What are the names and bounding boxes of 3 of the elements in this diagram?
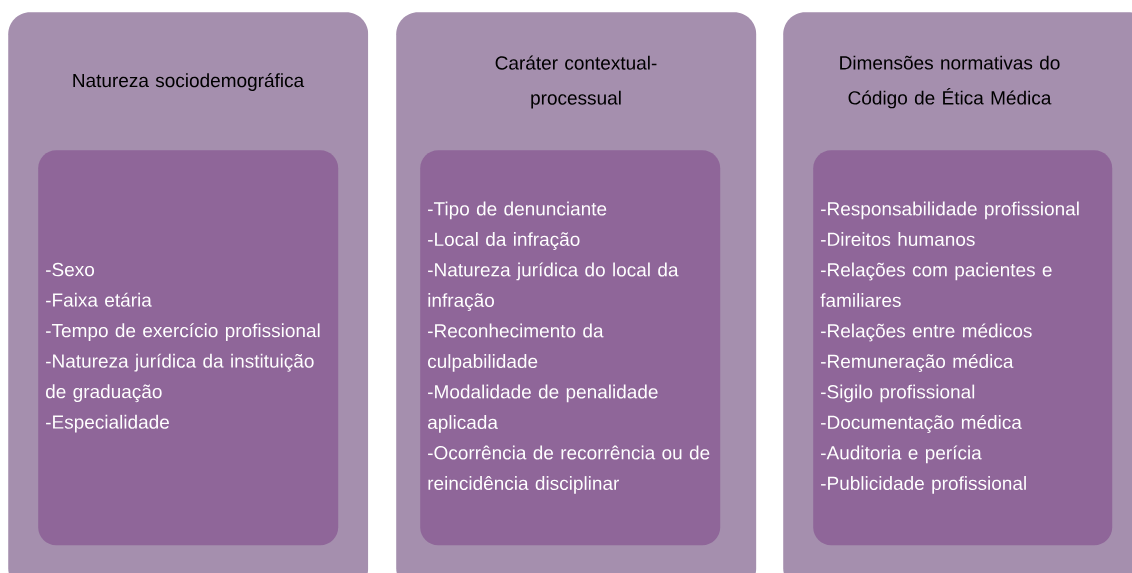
- list-box: -Responsabilidade profissional -Direitos humanos -Relações com pacientes e familiares -Relações entre médicos -Remuneração médica -Sigilo profissional -Documentação médica -Auditoria e perícia -Publicidade profissional: [813, 150, 1113, 546]
- list-box: -Tipo de denunciante -Local da infração -Natureza jurídica do local da infração -Reconhecimento da culpabilidade -Modalidade de penalidade aplicada -Ocorrência de recorrência ou de reincidência disciplinar: [420, 150, 721, 546]
- list-box: -Sexo -Faixa etária -Tempo de exercício profissional -Natureza jurídica da instituição de graduação -Especialidade: [38, 150, 339, 546]
